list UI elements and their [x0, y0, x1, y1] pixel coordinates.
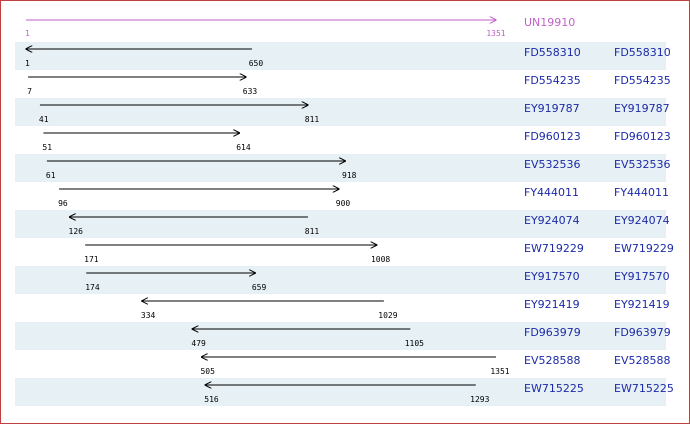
alignment-row: 516 1293 EW715225 EW715225	[204, 382, 674, 404]
alignment-start-label: 61	[46, 171, 56, 180]
alignment-id-link-secondary[interactable]: FY444011	[614, 186, 669, 199]
alignment-start-label: 505	[200, 367, 215, 376]
alignment-row: 126 811 EY924074 EY924074	[69, 214, 670, 236]
alignment-id-link[interactable]: EV528588	[524, 354, 580, 367]
alignment-end-label: 659	[252, 283, 267, 292]
alignment-end-label: 1105	[405, 339, 424, 348]
alignment-end-label: 918	[342, 171, 357, 180]
alignment-start-label: 51	[42, 143, 52, 152]
alignment-id-link[interactable]: FD960123	[524, 130, 581, 143]
alignment-row: 174 659 EY917570 EY917570	[85, 270, 670, 292]
alignment-id-link[interactable]: EY921419	[524, 298, 580, 311]
alignment-id-link-secondary[interactable]: FD963979	[614, 326, 671, 339]
alignment-start-label: 96	[58, 199, 68, 208]
alignment-row-bg	[15, 210, 666, 238]
alignment-id-link-secondary[interactable]: EW715225	[614, 382, 674, 395]
reference-track: 1 1351 UN19910	[25, 16, 575, 38]
alignment-row-bg	[15, 42, 666, 70]
alignment-end-label: 650	[249, 59, 264, 68]
alignment-row-bg	[15, 70, 666, 98]
alignment-end-label: 811	[305, 227, 320, 236]
alignment-row: 51 614 FD960123 FD960123	[42, 130, 671, 152]
alignment-end-label: 614	[236, 143, 251, 152]
alignment-row-bg	[15, 126, 666, 154]
alignment-row-bg	[15, 182, 666, 210]
alignment-id-link[interactable]: EY919787	[524, 102, 580, 115]
alignment-tracks: 1 650 FD558310 FD558310 7 633 FD554235 FD554235…	[25, 46, 674, 404]
alignment-end-label: 1008	[371, 255, 390, 264]
alignment-end-label: 900	[336, 199, 351, 208]
alignment-id-link[interactable]: EV532536	[524, 158, 580, 171]
alignment-id-link-secondary[interactable]: EV528588	[614, 354, 670, 367]
alignment-id-link-secondary[interactable]: EW719229	[614, 242, 674, 255]
reference-end-label: 1351	[486, 29, 505, 38]
reference-start-label: 1	[25, 29, 30, 38]
alignment-start-label: 7	[27, 87, 32, 96]
alignment-row: 1 650 FD558310 FD558310	[25, 46, 671, 68]
alignment-row-bg	[15, 238, 666, 266]
alignment-id-link-secondary[interactable]: EY919787	[614, 102, 670, 115]
alignment-id-link[interactable]: FD558310	[524, 46, 581, 59]
alignment-id-link-secondary[interactable]: EY921419	[614, 298, 670, 311]
alignment-id-link-secondary[interactable]: FD960123	[614, 130, 671, 143]
alignment-id-link[interactable]: EW719229	[524, 242, 584, 255]
alignment-start-label: 479	[191, 339, 206, 348]
alignment-id-link[interactable]: EY917570	[524, 270, 580, 283]
alignment-row: 61 918 EV532536 EV532536	[46, 158, 670, 180]
alignment-start-label: 171	[84, 255, 99, 264]
alignment-row-bg	[15, 322, 666, 350]
alignment-row-bg	[15, 98, 666, 126]
alignment-start-label: 334	[141, 311, 156, 320]
alignment-row: 505 1351 EV528588 EV528588	[200, 354, 670, 376]
alignment-row: 41 811 EY919787 EY919787	[39, 102, 670, 124]
alignment-id-link-secondary[interactable]: EY924074	[614, 214, 670, 227]
alignment-row: 171 1008 EW719229 EW719229	[84, 242, 674, 264]
alignment-id-link-secondary[interactable]: EY917570	[614, 270, 670, 283]
alignment-row: 96 900 FY444011 FY444011	[58, 186, 669, 208]
alignment-start-label: 516	[204, 395, 219, 404]
alignment-end-label: 1293	[470, 395, 489, 404]
alignment-end-label: 1351	[490, 367, 509, 376]
alignment-row-bg	[15, 378, 666, 406]
alignment-id-link-secondary[interactable]: EV532536	[614, 158, 670, 171]
alignment-end-label: 811	[305, 115, 320, 124]
alignment-id-link[interactable]: EY924074	[524, 214, 580, 227]
row-backgrounds	[15, 42, 666, 406]
alignment-id-link[interactable]: FD963979	[524, 326, 581, 339]
reference-id-label: UN19910	[524, 16, 575, 29]
alignment-row-bg	[15, 294, 666, 322]
alignment-id-link[interactable]: FD554235	[524, 74, 581, 87]
alignment-row-bg	[15, 350, 666, 378]
alignment-id-link-secondary[interactable]: FD554235	[614, 74, 671, 87]
alignment-end-label: 1029	[378, 311, 397, 320]
alignment-start-label: 126	[69, 227, 84, 236]
alignment-row: 7 633 FD554235 FD554235	[27, 74, 671, 96]
alignment-row-bg	[15, 266, 666, 294]
alignment-start-label: 1	[25, 59, 30, 68]
alignment-start-label: 174	[85, 283, 100, 292]
alignment-row: 479 1105 FD963979 FD963979	[191, 326, 671, 348]
alignment-id-link-secondary[interactable]: FD558310	[614, 46, 671, 59]
alignment-row: 334 1029 EY921419 EY921419	[141, 298, 670, 320]
alignment-start-label: 41	[39, 115, 49, 124]
alignment-id-link[interactable]: FY444011	[524, 186, 579, 199]
alignment-id-link[interactable]: EW715225	[524, 382, 584, 395]
alignment-end-label: 633	[243, 87, 258, 96]
